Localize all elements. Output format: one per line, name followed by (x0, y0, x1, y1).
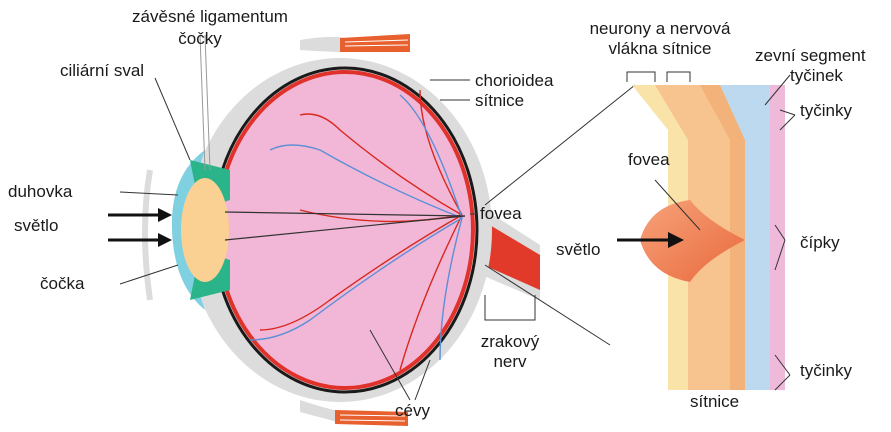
light-arrow-left (108, 208, 172, 247)
label-iris: duhovka (8, 183, 72, 201)
label-choroid: chorioidea (475, 72, 553, 90)
label-neurons-1: neurony a nervová (575, 20, 745, 38)
label-outer-segment-1: zevní segment (755, 47, 866, 65)
label-light-right: světlo (556, 241, 600, 259)
label-fovea-right: fovea (628, 151, 670, 169)
extraocular-muscle-top (300, 34, 410, 52)
label-lens: čočka (40, 275, 84, 293)
label-vessels: cévy (395, 402, 430, 420)
label-rods-top: tyčinky (800, 102, 852, 120)
label-optic-nerve-2: nerv (470, 353, 550, 371)
label-ligament-2: čočky (150, 30, 250, 48)
lens (181, 178, 229, 282)
label-ligament-1: závěsné ligamentum (110, 8, 310, 26)
label-fovea-left: fovea (480, 205, 522, 223)
extraocular-muscle-bottom (300, 400, 408, 426)
label-outer-segment-2: tyčinek (790, 67, 843, 85)
retina-layer (217, 72, 473, 388)
label-retina: sítnice (475, 92, 524, 110)
label-cones: čípky (800, 234, 840, 252)
label-retina-bottom: sítnice (690, 393, 739, 411)
label-neurons-2: vlákna sítnice (590, 40, 730, 58)
label-optic-nerve-1: zrakový (470, 333, 550, 351)
label-light-left: světlo (14, 217, 58, 235)
label-rods-bottom: tyčinky (800, 362, 852, 380)
label-ciliary-muscle: ciliární sval (60, 62, 144, 80)
